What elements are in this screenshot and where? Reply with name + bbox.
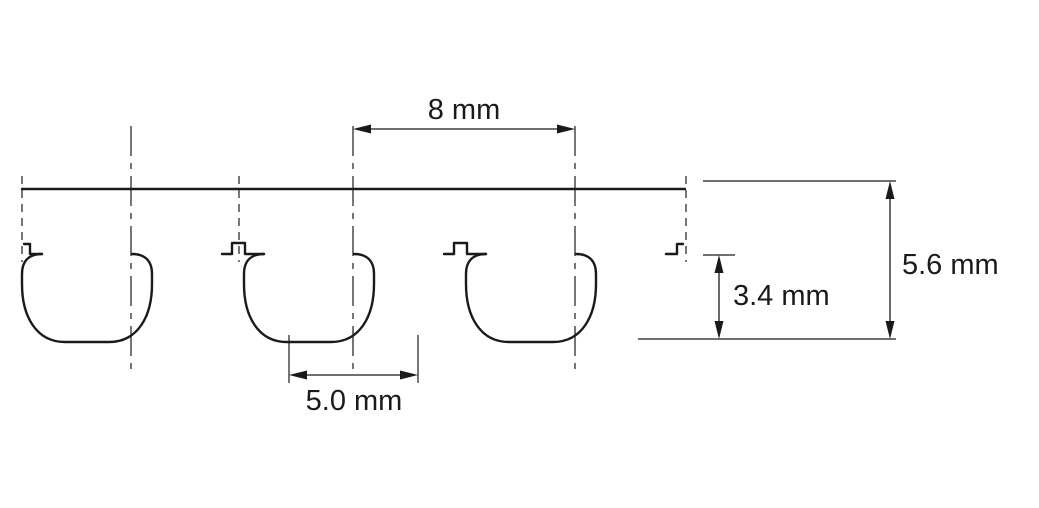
tooth-height-dimension: 3.4 mm	[714, 255, 830, 339]
pitch-label: 8 mm	[428, 94, 501, 126]
tooth-width-label: 5.0 mm	[306, 385, 403, 417]
total-height-label: 5.6 mm	[902, 249, 999, 281]
tooth-profile	[20, 241, 685, 344]
total-height-dimension: 5.6 mm	[885, 181, 999, 339]
pitch-dimension: 8 mm	[353, 94, 575, 134]
tooth-height-label: 3.4 mm	[733, 280, 830, 312]
tooth-width-dimension: 5.0 mm	[288, 335, 419, 417]
